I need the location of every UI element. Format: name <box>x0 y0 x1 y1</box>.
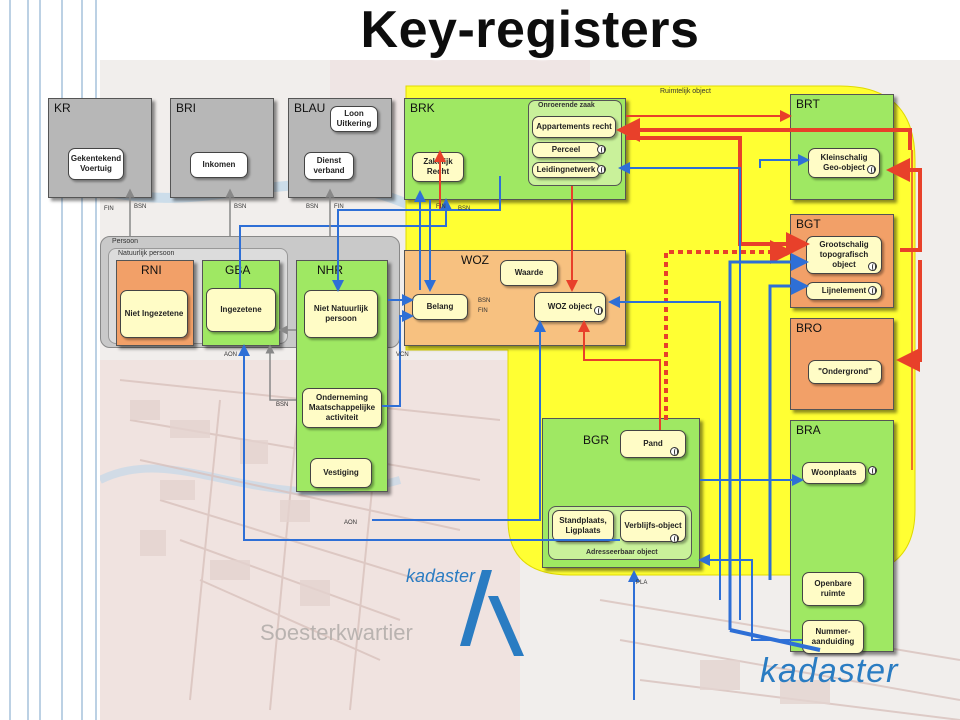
register-bra-name: BRA <box>796 423 821 437</box>
object-dienst-verband: Dienst verband <box>304 152 354 180</box>
register-bro-name: BRO <box>796 321 823 335</box>
link-label-bsn-kr: BSN <box>134 204 146 210</box>
verblijfsobject-globe-icon <box>670 534 679 543</box>
object-niet-natuurlijk-persoon: Niet Natuurlijk persoon <box>304 290 378 338</box>
link-label-fin-kr: FIN <box>104 206 114 212</box>
object-onderneming: Onderneming Maatschappelijke activiteit <box>302 388 382 428</box>
brt-globe-icon <box>867 165 876 174</box>
ruimtelijk-object-zone <box>405 85 916 576</box>
kadaster-mark <box>460 570 524 656</box>
register-woz-name: WOZ <box>461 253 489 267</box>
link-label-bsn-woz: BSN <box>478 298 490 304</box>
onroerende-zaak-label: Onroerende zaak <box>538 102 595 109</box>
arrow-pand-woz <box>578 320 661 430</box>
arrow-bgr-gba <box>238 344 620 541</box>
register-brk-name: BRK <box>410 101 435 115</box>
link-label-fin-brk: FIN <box>436 204 446 210</box>
link-label-bsn-brk: BSN <box>458 206 470 212</box>
bgt-globe-icon <box>868 262 877 271</box>
perceel-globe-icon <box>597 145 606 154</box>
register-bgr-name: BGR <box>583 433 610 447</box>
leidingnetwerk-globe-icon <box>597 165 606 174</box>
object-gekentekend-voertuig: Gekentekend Voertuig <box>68 148 124 180</box>
register-bri: BRI <box>170 98 274 198</box>
arrow-brt-brk <box>616 118 912 150</box>
object-standplaats-ligplaats: Standplaats, Ligplaats <box>552 510 614 542</box>
register-brt-name: BRT <box>796 97 820 111</box>
register-blau-name: BLAU <box>294 101 326 115</box>
object-belang: Belang <box>412 294 468 320</box>
link-label-bsn-bri: BSN <box>234 204 246 210</box>
object-leidingnetwerk: Leidingnetwerk <box>532 162 600 178</box>
lijnelement-globe-icon <box>868 286 877 295</box>
register-gba-name: GBA <box>225 263 251 277</box>
arrow-bro-loop <box>896 260 922 372</box>
arrow-gba-brk <box>239 198 452 288</box>
arrow-bra-thick <box>729 628 821 652</box>
kadaster-logo-small: kadaster <box>406 566 476 586</box>
arrow-vestiging-bgr <box>372 320 546 521</box>
link-label-fin-blau: FIN <box>334 204 344 210</box>
pand-globe-icon <box>670 447 679 456</box>
adresseerbaar-object-label: Adresseerbaar object <box>586 549 658 556</box>
persoon-label: Persoon <box>112 238 139 245</box>
object-openbare-ruimte: Openbare ruimte <box>802 572 864 606</box>
link-label-bsn-nhr: BSN <box>276 402 288 408</box>
arrow-brk-bgt <box>626 136 810 256</box>
link-label-aon-gba: AON <box>224 352 237 358</box>
object-kleinschalig-geo-object: Kleinschalig Geo-object <box>808 148 880 178</box>
map-place-label: Soesterkwartier <box>260 620 413 645</box>
object-niet-ingezetene: Niet Ingezetene <box>120 290 188 338</box>
link-label-fin-woz: FIN <box>478 308 488 314</box>
object-ingezetene: Ingezetene <box>206 288 276 332</box>
object-inkomen: Inkomen <box>190 152 248 178</box>
object-appartementsrecht: Appartements recht <box>532 116 616 138</box>
register-bra: BRA <box>790 420 894 652</box>
arrow-bra-bgt-2 <box>768 277 809 580</box>
object-vestiging: Vestiging <box>310 458 372 488</box>
arrow-bra-bgt <box>728 253 809 630</box>
object-woonplaats: Woonplaats <box>802 462 866 484</box>
arrow-nummeraanduiding-bgr <box>698 554 802 641</box>
register-bri-name: BRI <box>176 101 197 115</box>
arrow-bgt-loop <box>886 158 922 252</box>
arrow-brk-nhr <box>332 176 501 292</box>
register-rni-name: RNI <box>141 263 162 277</box>
slide-title: Key-registers <box>360 1 700 59</box>
woonplaats-globe-icon <box>868 466 877 475</box>
arrow-bra-brk <box>618 162 741 620</box>
object-ondergrond: "Ondergrond" <box>808 360 882 384</box>
link-label-pla: PLA <box>636 580 647 586</box>
object-waarde: Waarde <box>500 260 558 286</box>
natuurlijk-persoon-label: Natuurlijk persoon <box>118 250 175 257</box>
register-bgt-name: BGT <box>796 217 821 231</box>
arrow-bra-woz <box>608 296 721 600</box>
arrow-leidingnetwerk-brt <box>759 154 810 168</box>
ruimtelijk-object-label: Ruimtelijk object <box>660 88 711 95</box>
woz-globe-icon <box>594 306 603 315</box>
kadaster-logo-large: kadaster <box>760 652 899 690</box>
arrow-nhr-gba <box>265 344 296 401</box>
register-nhr-name: NHR <box>317 263 343 277</box>
link-label-bsn-blau: BSN <box>306 204 318 210</box>
link-label-aon-bgr: AON <box>344 520 357 526</box>
register-brt: BRT <box>790 94 894 200</box>
arrow-pand-bgt-dashed <box>664 240 794 420</box>
register-kr-name: KR <box>54 101 71 115</box>
object-loon-uitkering: Loon Uitkering <box>330 106 378 132</box>
link-label-vcn: VCN <box>396 352 409 358</box>
arrow-onderneming-woz <box>382 310 414 407</box>
